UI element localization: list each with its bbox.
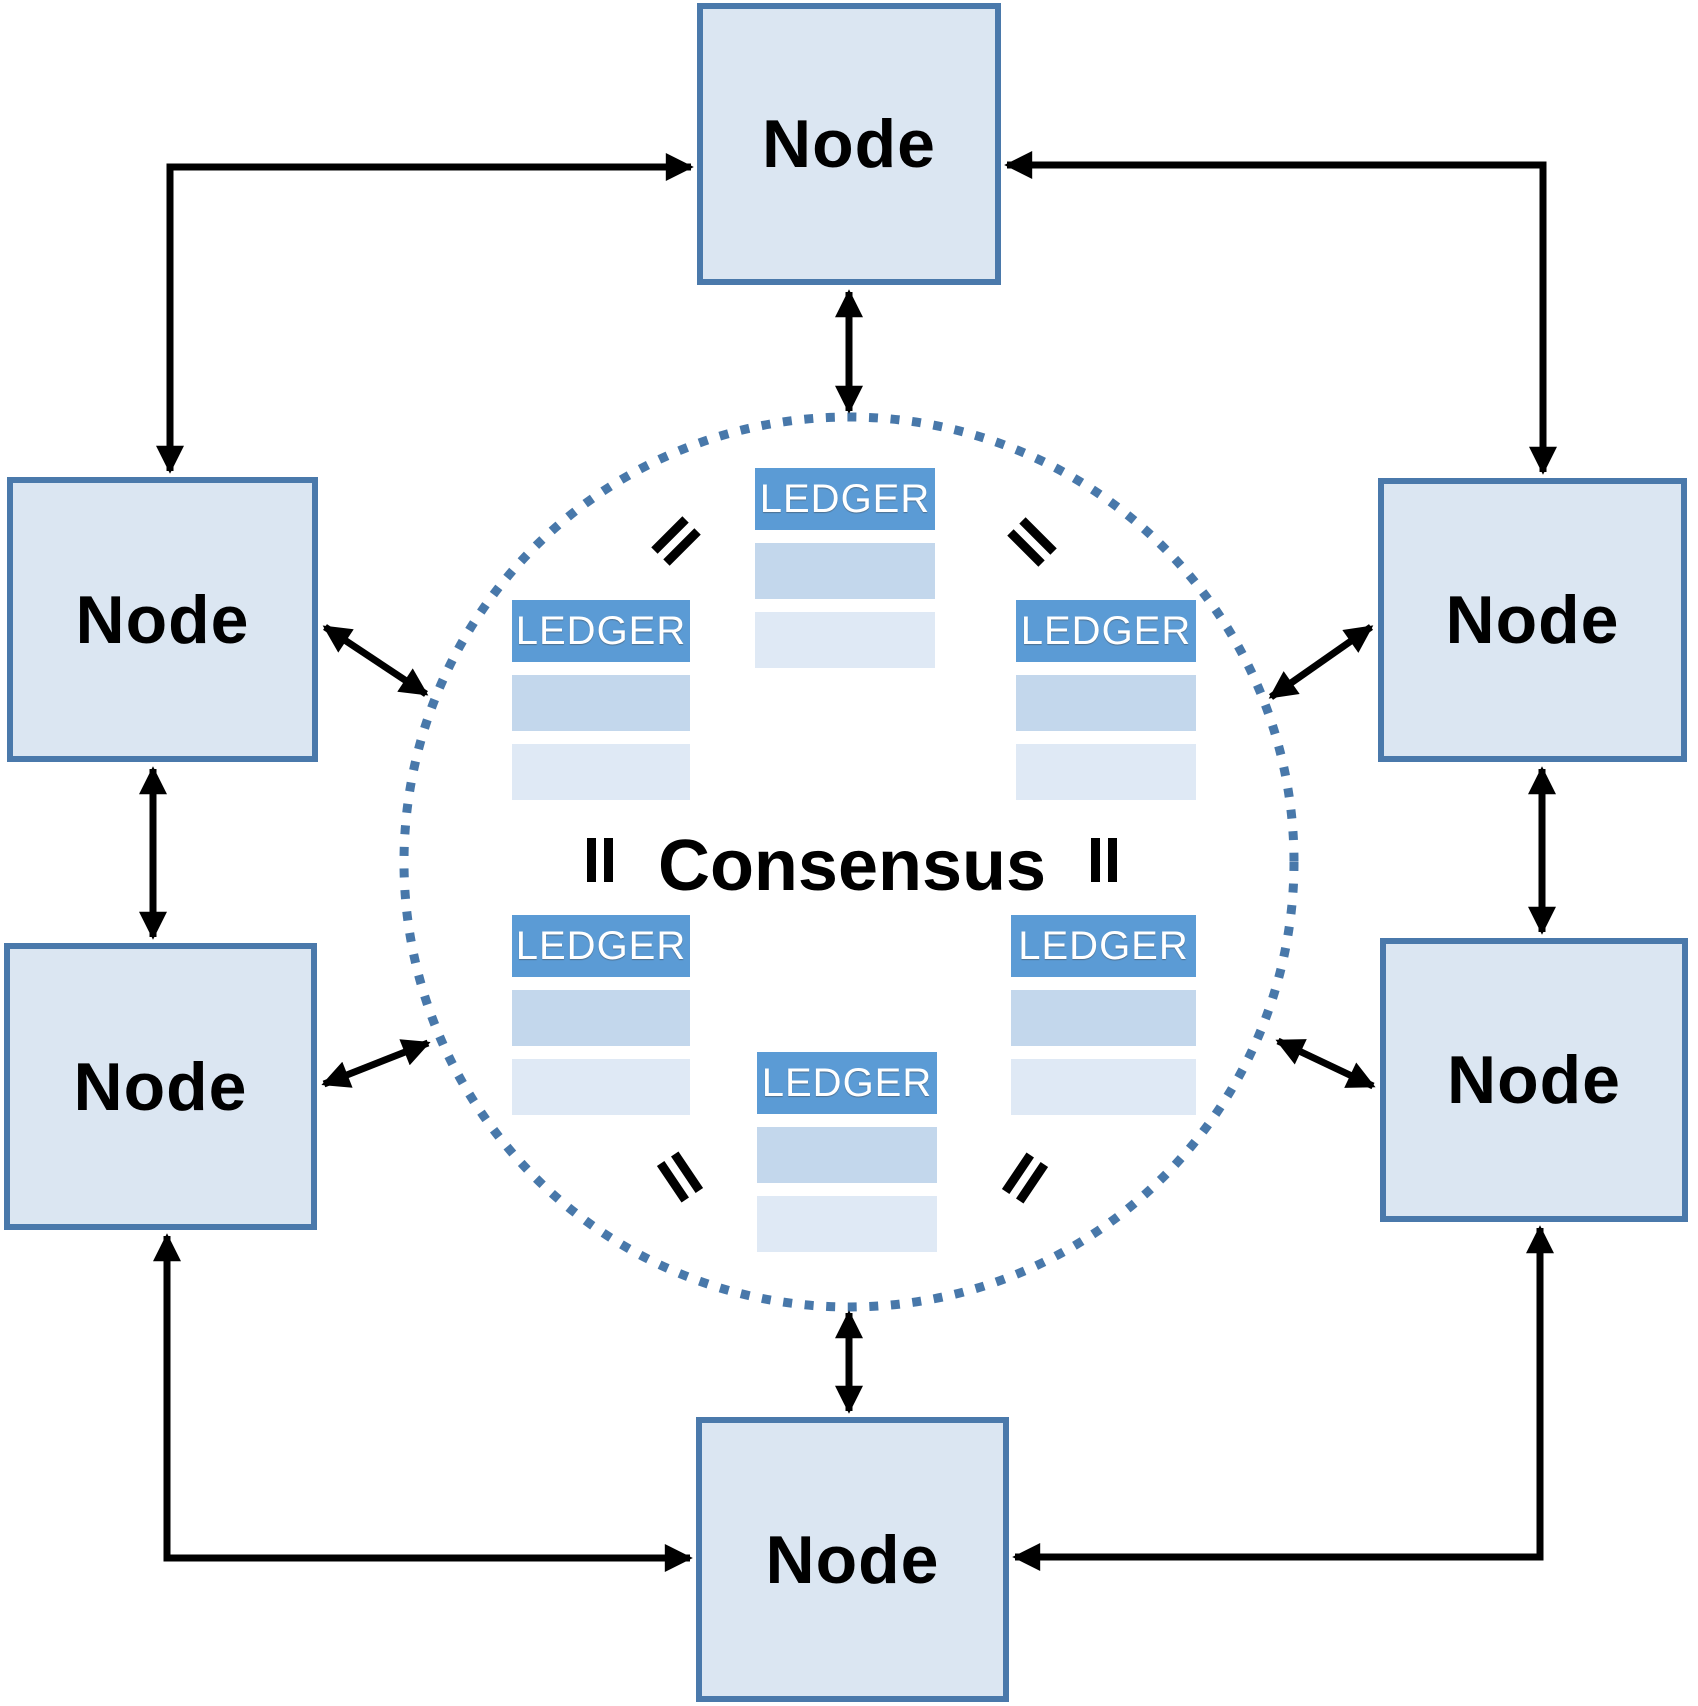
- ledger-row-light: [512, 744, 690, 800]
- ledger-row-light: [512, 1059, 690, 1115]
- node-box-top: Node: [697, 3, 1001, 285]
- node-label: Node: [75, 581, 250, 658]
- equals-bar: [604, 838, 613, 882]
- equals-icon: [587, 838, 613, 882]
- ledger-title: LEDGER: [757, 1052, 937, 1114]
- ledger-row-medium: [1016, 675, 1196, 731]
- arrow-top-right-corner: [1004, 151, 1557, 475]
- node-box-right-upper: Node: [1378, 478, 1687, 762]
- ledger-row-light: [757, 1196, 937, 1252]
- equals-bar: [587, 838, 596, 882]
- arrow-bottom-right-corner: [1012, 1225, 1554, 1571]
- ledger-right-lower: LEDGER: [1011, 915, 1196, 1115]
- consensus-title: Consensus: [657, 826, 1047, 906]
- arrow-top-left-corner: [156, 153, 694, 474]
- ledger-row-light: [1011, 1059, 1196, 1115]
- node-label: Node: [1445, 582, 1620, 658]
- ledger-row-medium: [1011, 990, 1196, 1046]
- arrow-bottom-left-corner: [153, 1233, 693, 1572]
- ledger-title: LEDGER: [1016, 600, 1196, 662]
- ledger-title: LEDGER: [512, 600, 690, 662]
- ledger-title: LEDGER: [512, 915, 690, 977]
- node-label: Node: [73, 1048, 248, 1125]
- node-box-left-upper: Node: [7, 477, 318, 762]
- ledger-row-medium: [757, 1127, 937, 1183]
- ledger-row-light: [755, 612, 935, 668]
- ledger-left-lower: LEDGER: [512, 915, 690, 1115]
- ledger-row-medium: [512, 990, 690, 1046]
- node-label: Node: [1447, 1042, 1621, 1118]
- ledger-row-medium: [755, 543, 935, 599]
- node-box-right-lower: Node: [1380, 938, 1688, 1222]
- ledger-row-light: [1016, 744, 1196, 800]
- equals-icon: [1091, 838, 1117, 882]
- ledger-title: LEDGER: [755, 468, 935, 530]
- equals-bar: [1091, 838, 1100, 882]
- ledger-title: LEDGER: [1011, 915, 1196, 977]
- ledger-top-center: LEDGER: [755, 468, 935, 668]
- ledger-right-upper: LEDGER: [1016, 600, 1196, 800]
- node-box-left-lower: Node: [4, 943, 317, 1230]
- ledger-row-medium: [512, 675, 690, 731]
- arrow-left-upper-node-to-ring: [322, 624, 429, 697]
- arrow-right-upper-node-to-ring: [1268, 624, 1374, 700]
- arrow-left-lower-node-to-ring: [321, 1039, 431, 1088]
- ledger-bottom-center: LEDGER: [757, 1052, 937, 1252]
- ledger-left-upper: LEDGER: [512, 600, 690, 800]
- consensus-ring-icon: [399, 412, 1299, 1312]
- equals-bar: [1108, 838, 1117, 882]
- node-label: Node: [762, 106, 936, 182]
- arrow-right-lower-node-to-ring: [1275, 1037, 1376, 1090]
- node-label: Node: [765, 1521, 940, 1598]
- node-box-bottom: Node: [696, 1417, 1009, 1702]
